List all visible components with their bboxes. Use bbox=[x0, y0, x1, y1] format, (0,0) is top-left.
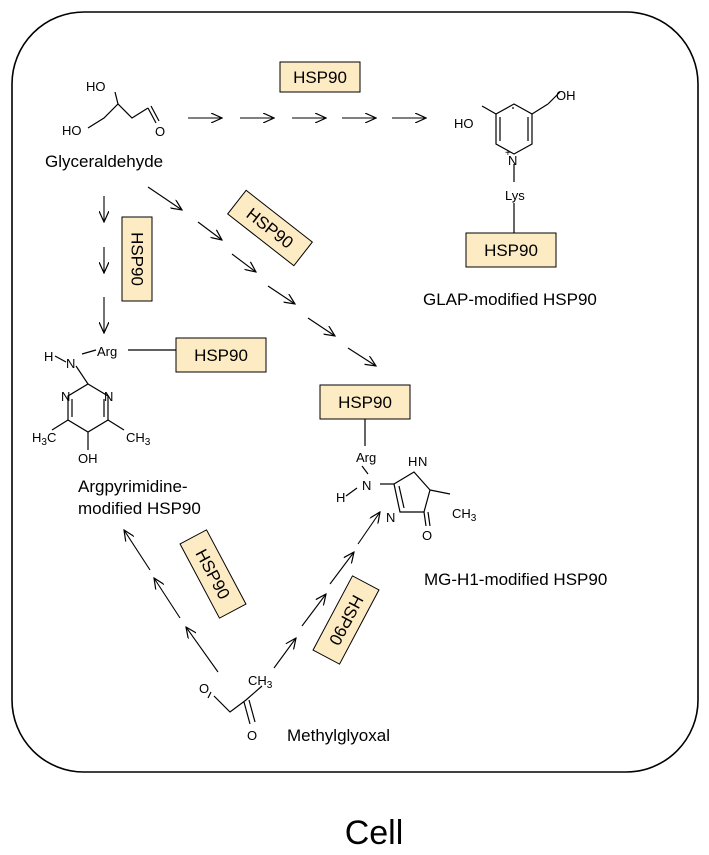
methylglyoxal-o1: O bbox=[199, 681, 209, 696]
methylglyoxal-ch3: CH3 bbox=[248, 673, 273, 691]
svg-text:HSP90: HSP90 bbox=[293, 68, 347, 87]
mgh1-arg: Arg bbox=[356, 450, 376, 465]
hsp90-box-mgh1: HSP90 bbox=[319, 384, 411, 420]
svg-text:HSP90: HSP90 bbox=[338, 393, 392, 412]
hsp90-box-vertical: HSP90 bbox=[121, 216, 153, 302]
mgh1-nh-n: N bbox=[418, 454, 427, 469]
hsp90-box-top: HSP90 bbox=[279, 61, 361, 93]
mgh1-n-ring: N bbox=[386, 510, 395, 525]
mgh1-ch3: CH3 bbox=[452, 506, 477, 524]
arrows-methylglyoxal-to-argpyrimidine bbox=[124, 530, 219, 673]
argpyrimidine-h3c: H3C bbox=[32, 430, 56, 448]
argpyrimidine-label-line2: modified HSP90 bbox=[78, 499, 201, 518]
mgh1-nh-h: H bbox=[408, 454, 417, 469]
glyceraldehyde-o: O bbox=[155, 124, 165, 139]
argpyrimidine-h: H bbox=[44, 349, 53, 364]
hsp90-box-argpyrimidine: HSP90 bbox=[175, 337, 267, 373]
mgh1-label: MG-H1-modified HSP90 bbox=[424, 570, 607, 589]
glyceraldehyde-structure: HO HO O bbox=[62, 79, 165, 139]
arrows-to-mgh1 bbox=[147, 186, 376, 366]
mgh1-o: O bbox=[422, 528, 432, 543]
hsp90-box-glap: HSP90 bbox=[465, 232, 557, 268]
argpyrimidine-ch3: CH3 bbox=[126, 430, 151, 448]
argpyrimidine-arg: Arg bbox=[97, 344, 117, 359]
glap-structure: HO OH N + Lys bbox=[454, 88, 576, 233]
glyceraldehyde-ho-left: HO bbox=[62, 123, 82, 138]
glap-oh: OH bbox=[556, 88, 576, 103]
glap-lys: Lys bbox=[505, 188, 525, 203]
mgh1-n-amine: N bbox=[362, 478, 371, 493]
mgh1-h: H bbox=[336, 490, 345, 505]
arrows-methylglyoxal-to-mgh1 bbox=[273, 512, 380, 669]
glyceraldehyde-label: Glyceraldehyde bbox=[45, 152, 163, 171]
glap-ho: HO bbox=[454, 116, 474, 131]
svg-text:HSP90: HSP90 bbox=[194, 346, 248, 365]
argpyrimidine-n-amine: N bbox=[66, 356, 75, 371]
methylglyoxal-o2: O bbox=[247, 728, 257, 743]
cell-label: Cell bbox=[345, 814, 404, 852]
argpyrimidine-n1: N bbox=[61, 389, 70, 404]
argpyrimidine-n2: N bbox=[104, 389, 113, 404]
glap-label: GLAP-modified HSP90 bbox=[423, 290, 597, 309]
argpyrimidine-label-line1: Argpyrimidine- bbox=[78, 477, 188, 496]
glap-plus: + bbox=[505, 148, 511, 159]
argpyrimidine-oh: OH bbox=[78, 451, 98, 466]
svg-text:HSP90: HSP90 bbox=[128, 232, 147, 286]
svg-text:HSP90: HSP90 bbox=[484, 241, 538, 260]
glap-n: N bbox=[508, 153, 517, 168]
glyceraldehyde-ho-top: HO bbox=[86, 79, 106, 94]
methylglyoxal-label: Methylglyoxal bbox=[287, 726, 390, 745]
argpyrimidine-structure: H N Arg N N H3C CH3 OH bbox=[32, 344, 176, 466]
mgh1-structure: Arg H N H N N CH3 O bbox=[336, 419, 477, 543]
methylglyoxal-structure: O O CH3 bbox=[199, 673, 273, 743]
